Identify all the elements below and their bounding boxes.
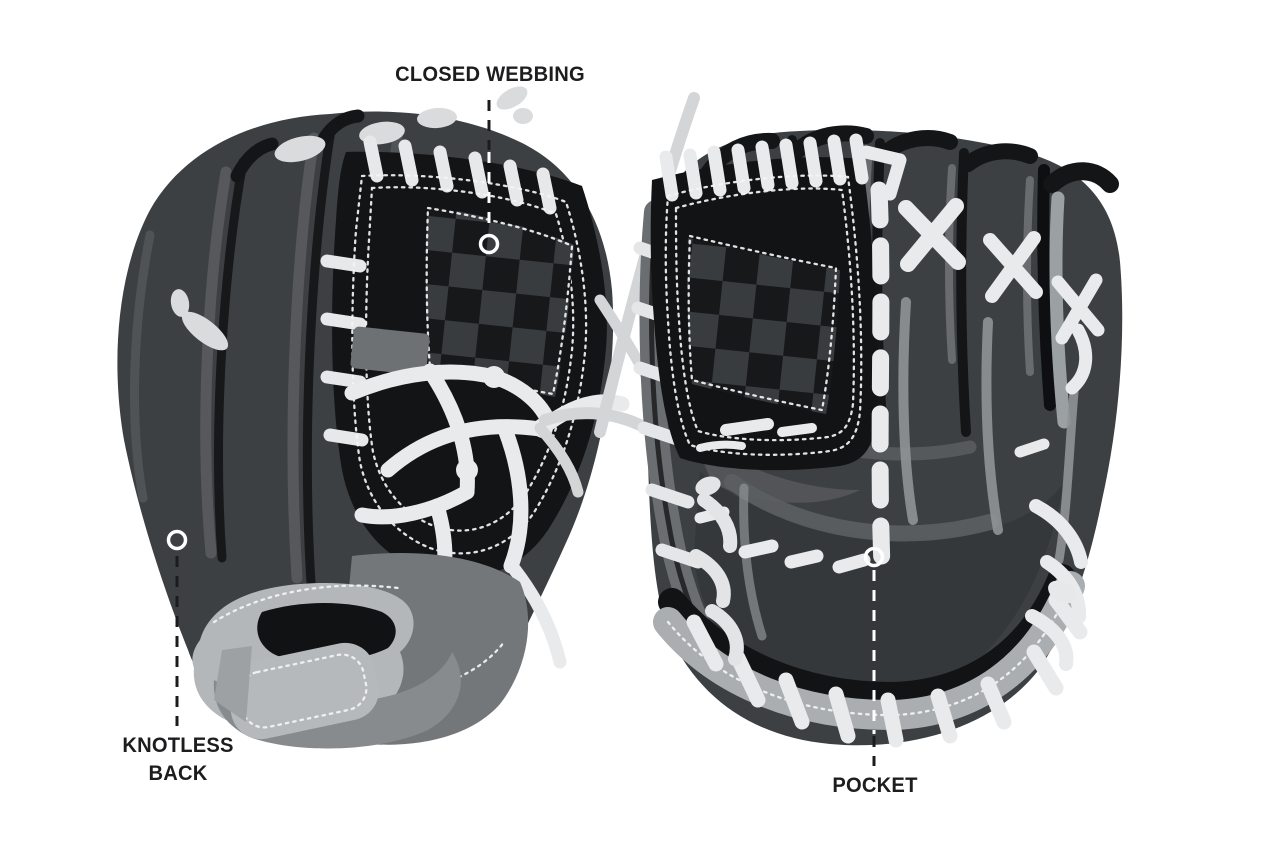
callout-label-knotless-line1: KNOTLESS xyxy=(122,734,234,757)
web-attachment-tab xyxy=(350,326,430,376)
glove-palm-view xyxy=(631,125,1123,748)
wrist-strap-fold xyxy=(214,646,252,722)
finger-cross-laces xyxy=(859,145,1105,395)
callout-label-knotless-line2: BACK xyxy=(148,762,208,785)
back-webbing-stitch-outer xyxy=(351,174,588,555)
back-wrist xyxy=(192,553,529,749)
heel-laces xyxy=(686,592,1088,748)
callout-marker-knotless-back xyxy=(166,529,188,551)
wrist-opening xyxy=(257,603,396,662)
wrist-strap xyxy=(227,642,379,740)
palm-checker-stitch xyxy=(687,234,838,412)
palm-webbing-bottom-laces xyxy=(696,418,817,452)
glove-back-view xyxy=(117,86,630,749)
back-webbing-checker xyxy=(425,206,574,397)
callout-pocket xyxy=(863,546,885,766)
side-wrap-laces xyxy=(689,476,1088,671)
palm-webbing-stitch-inner xyxy=(674,187,856,442)
palm-webbing-checker xyxy=(687,238,840,414)
pocket-lacing-dashes xyxy=(870,181,891,575)
callout-marker-pocket xyxy=(863,546,885,568)
callout-label-closed-webbing: CLOSED WEBBING xyxy=(395,63,585,86)
callout-label-knotless-back: KNOTLESS BACK xyxy=(63,732,293,788)
callout-marker-closed-webbing xyxy=(478,233,500,255)
pocket-shading xyxy=(690,297,1079,696)
back-checker-stitch xyxy=(425,206,574,396)
palm-webbing-stitch-outer xyxy=(664,174,863,456)
callout-label-pocket: POCKET xyxy=(832,774,918,797)
callout-knotless-back xyxy=(166,529,188,726)
callout-closed-webbing xyxy=(478,100,500,255)
